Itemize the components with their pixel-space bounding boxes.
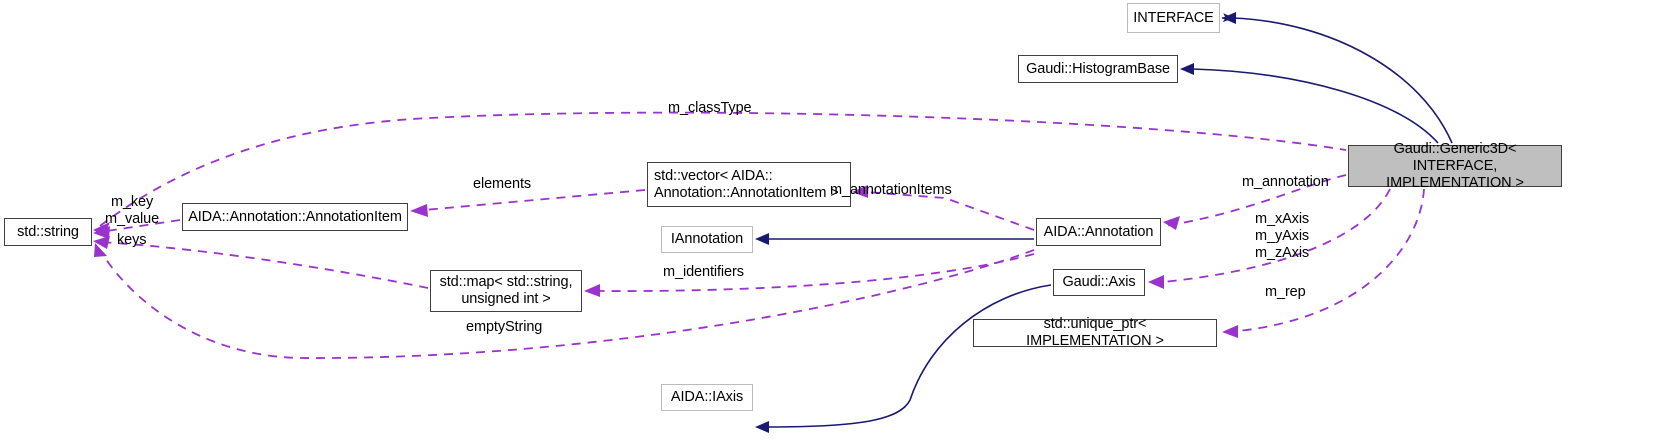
edge-interface-arrowhead: [1222, 12, 1236, 24]
edge-label-m-identifiers: m_identifiers: [663, 264, 744, 280]
edge-annotationitem-vector: [423, 189, 646, 211]
edge-annotation-generic3d: [1164, 174, 1347, 227]
node-gaudi-axis-label: Gaudi::Axis: [1062, 274, 1136, 290]
node-iannotation[interactable]: IAnnotation: [661, 226, 753, 253]
edge-string-generic3d-classtype: [99, 111, 1347, 227]
edge-map-annotation: [597, 253, 1035, 292]
edge-label-emptystring: emptyString: [466, 319, 543, 335]
node-std-unique-ptr-implementation-label: std::unique_ptr< IMPLEMENTATION >: [1026, 316, 1164, 349]
edge-iaxis-arrowhead: [755, 421, 769, 433]
edge-label-m-axes: m_xAxis m_yAxis m_zAxis: [1255, 211, 1310, 261]
node-std-vector-annotationitem[interactable]: std::vector< AIDA:: Annotation::Annotati…: [647, 162, 851, 207]
edge-axes-arrowhead: [1148, 275, 1164, 289]
edge-interface-generic3d: [1222, 13, 1453, 144]
edge-mannotation-arrowhead: [1163, 216, 1180, 230]
node-interface-label: INTERFACE: [1133, 9, 1214, 26]
node-std-map-string-uint[interactable]: std::map< std::string, unsigned int >: [430, 270, 582, 312]
edge-string-map-keys: [99, 241, 429, 289]
edge-iaxis-gaudiaxis: [767, 284, 1052, 428]
edge-string-annotationitem: [99, 219, 181, 233]
edge-label-keys: keys: [117, 232, 147, 248]
node-gaudi-generic3d-label: Gaudi::Generic3D< INTERFACE, IMPLEMENTAT…: [1386, 140, 1524, 191]
edge-label-m-rep: m_rep: [1265, 284, 1306, 300]
edge-emptystring-arrowhead: [94, 243, 107, 257]
node-std-string[interactable]: std::string: [4, 218, 92, 246]
edge-vector-annotation: [865, 191, 1035, 231]
node-aida-annotation-annotationitem[interactable]: AIDA::Annotation::AnnotationItem: [182, 203, 408, 231]
node-std-vector-annotationitem-label: std::vector< AIDA:: Annotation::Annotati…: [654, 167, 839, 201]
edge-label-m-annotation: m_annotation: [1242, 174, 1329, 190]
edge-iannotation-arrowhead: [755, 233, 769, 245]
node-aida-iaxis-label: AIDA::IAxis: [670, 389, 744, 405]
node-aida-annotation[interactable]: AIDA::Annotation: [1036, 218, 1161, 246]
node-gaudi-histogrambase[interactable]: Gaudi::HistogramBase: [1018, 55, 1178, 83]
edge-mrep-arrowhead: [1222, 325, 1238, 338]
edge-mkey-arrowhead: [93, 226, 110, 239]
edge-label-m-key-m-value: m_key m_value: [105, 194, 160, 227]
edge-label-elements: elements: [473, 176, 532, 192]
node-aida-annotation-annotationitem-label: AIDA::Annotation::AnnotationItem: [188, 208, 402, 225]
edge-uniqueptr-generic3d: [1237, 188, 1425, 332]
edge-histogrambase-generic3d: [1191, 68, 1439, 144]
node-interface[interactable]: INTERFACE: [1127, 3, 1220, 33]
edge-axis-generic3d: [1162, 188, 1391, 283]
edge-histogrambase-arrowhead: [1180, 63, 1194, 75]
node-gaudi-axis[interactable]: Gaudi::Axis: [1053, 269, 1145, 296]
node-gaudi-histogrambase-label: Gaudi::HistogramBase: [1026, 60, 1170, 77]
edge-label-m-annotationitems: m_annotationItems: [830, 182, 952, 198]
node-std-unique-ptr-implementation[interactable]: std::unique_ptr< IMPLEMENTATION >: [973, 316, 1217, 349]
node-gaudi-generic3d[interactable]: Gaudi::Generic3D< INTERFACE, IMPLEMENTAT…: [1348, 141, 1562, 191]
edge-identifiers-arrowhead: [584, 284, 600, 297]
edge-classtype-arrowhead: [93, 222, 110, 236]
node-std-map-string-uint-label: std::map< std::string, unsigned int >: [439, 274, 573, 307]
node-aida-iaxis[interactable]: AIDA::IAxis: [661, 384, 753, 411]
node-iannotation-label: IAnnotation: [670, 231, 744, 247]
edge-label-m-classtype: m_classType: [668, 100, 752, 116]
edge-elements-arrowhead: [410, 204, 428, 217]
edge-string-annotation-emptystring: [99, 249, 1035, 359]
edge-keys-arrowhead: [93, 236, 110, 249]
node-std-string-label: std::string: [17, 223, 79, 240]
node-aida-annotation-label: AIDA::Annotation: [1043, 223, 1154, 240]
edge-annotationitems-arrowhead: [852, 185, 868, 198]
